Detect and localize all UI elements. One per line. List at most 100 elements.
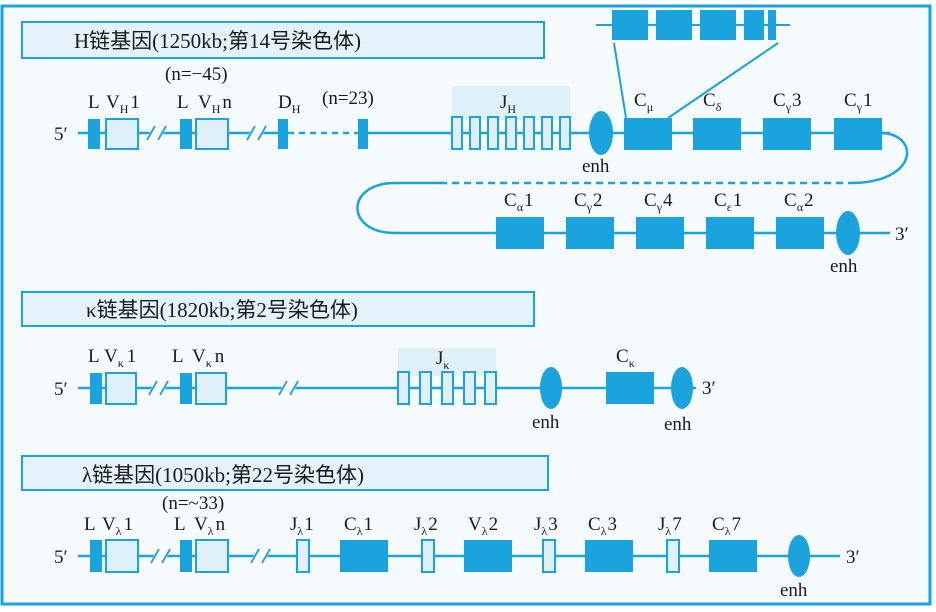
h-c-gamma4-segment: [636, 217, 684, 249]
h-chain-panel: H链基因(1250kb;第14号染色体): [21, 10, 909, 277]
k-jk-label: Jκ: [436, 348, 449, 372]
k-l1-segment: [90, 373, 102, 404]
break-mark: [150, 548, 271, 564]
k-enhancer-1: [540, 367, 562, 409]
h-c-mu-segment: [624, 118, 672, 150]
h-n23-label: (n=23): [322, 88, 374, 109]
cmu-zoom-inset: [596, 10, 790, 119]
h-enh1-label: enh: [582, 156, 610, 177]
l-vln-segment: [195, 539, 229, 573]
l-l1-segment: [90, 540, 102, 572]
h-c-bottom-label: Cε1: [714, 190, 742, 214]
k-ck-segment: [606, 372, 654, 404]
l-vl1-segment: [105, 539, 139, 573]
k-vk1-segment: [105, 372, 137, 405]
h-dh-segment: [358, 119, 368, 149]
h-n45-label: (n=−45): [165, 64, 228, 85]
l-three-prime: 3′: [846, 547, 860, 568]
k-three-prime: 3′: [702, 378, 716, 399]
k-enh2-label: enh: [664, 414, 692, 435]
l-segment-label: Vλ2: [468, 514, 498, 538]
h-jh-region: [452, 86, 570, 120]
h-c-epsilon1-segment: [706, 217, 754, 249]
kappa-title: κ链基因(1820kb;第2号染色体): [86, 298, 358, 322]
h-vhn-segment: [195, 118, 229, 150]
h-c-gamma2-segment: [566, 217, 614, 249]
k-enhancer-2: [671, 367, 693, 409]
k-jk-segments: [397, 371, 497, 405]
l-cl1-segment: [340, 540, 388, 572]
h-c-gamma1-segment: [834, 118, 882, 150]
l-segment-label: Jλ3: [534, 514, 558, 538]
k-enh1-label: enh: [532, 412, 560, 433]
l-cl3-segment: [585, 540, 633, 572]
h-c-gamma3-segment: [763, 118, 811, 150]
h-c-delta-segment: [693, 118, 741, 150]
k-vkn-segment: [195, 372, 227, 405]
l-l2-label: L: [174, 514, 186, 535]
l-jl2-segment: [421, 539, 435, 573]
break-mark: [246, 124, 267, 142]
h-chain-title-box: [21, 21, 545, 59]
l-segment-label: Cλ3: [588, 514, 617, 538]
h-c-bottom-label: Cγ2: [574, 190, 603, 214]
l-l1-label: L: [84, 514, 96, 535]
h-l2-label: L: [177, 92, 189, 113]
h-c-top-label: Cδ: [703, 90, 722, 114]
h-c-top-labels: Cμ Cδ Cγ3 Cγ1: [634, 90, 873, 114]
l-segment-label: Cλ7: [712, 514, 741, 538]
h-c-top-label: Cμ: [634, 90, 653, 114]
h-five-prime: 5′: [54, 124, 68, 145]
k-ck-label: Cκ: [616, 346, 635, 370]
l-enh-label: enh: [780, 580, 808, 601]
h-c-bottom-label: Cα2: [784, 190, 813, 214]
h-vh1-segment: [105, 118, 139, 150]
h-c-top-label: Cγ1: [844, 90, 873, 114]
h-enhancer-1: [589, 111, 613, 155]
h-chain-title: H链基因(1250kb;第14号染色体): [74, 29, 361, 53]
h-jh-segments: [451, 116, 571, 150]
h-c-bottom-label: Cα1: [504, 190, 533, 214]
l-l2-segment: [180, 540, 192, 572]
l-jl1-segment: [296, 539, 310, 573]
l-n33-label: (n=~33): [162, 493, 224, 514]
lambda-title: λ链基因(1050kb;第22号染色体): [82, 463, 364, 487]
break-mark: [146, 124, 167, 142]
k-l2-segment: [180, 373, 192, 404]
h-dh-segment: [278, 119, 288, 149]
h-l1-label: L: [88, 92, 100, 113]
l-segment-label: Jλ2: [414, 514, 438, 538]
l-vl2-segment: [464, 540, 512, 572]
k-l2-label: L: [172, 346, 184, 367]
h-enhancer-2: [836, 211, 860, 255]
l-segment-label: Jλ7: [658, 514, 682, 538]
kappa-title-box: [21, 291, 535, 327]
h-c-alpha1-segment: [496, 217, 544, 249]
break-mark: [148, 380, 299, 396]
h-dh-label: DH: [278, 92, 301, 116]
l-jl3-segment: [542, 539, 556, 573]
h-c-bottom-labels: Cα1 Cγ2 Cγ4 Cε1 Cα2: [504, 190, 813, 214]
h-enh2-label: enh: [830, 256, 858, 277]
h-l2-segment: [180, 119, 192, 149]
l-five-prime: 5′: [54, 547, 68, 568]
h-three-prime: 3′: [895, 224, 909, 245]
h-c-alpha2-segment: [776, 217, 824, 249]
h-jh-label: JH: [500, 92, 516, 116]
h-l1-segment: [88, 119, 100, 149]
k-five-prime: 5′: [54, 379, 68, 400]
h-c-bottom-label: Cγ4: [644, 190, 673, 214]
h-c-top-label: Cγ3: [773, 90, 802, 114]
l-segment-label: Cλ1: [344, 514, 373, 538]
l-jl7-segment: [666, 539, 680, 573]
